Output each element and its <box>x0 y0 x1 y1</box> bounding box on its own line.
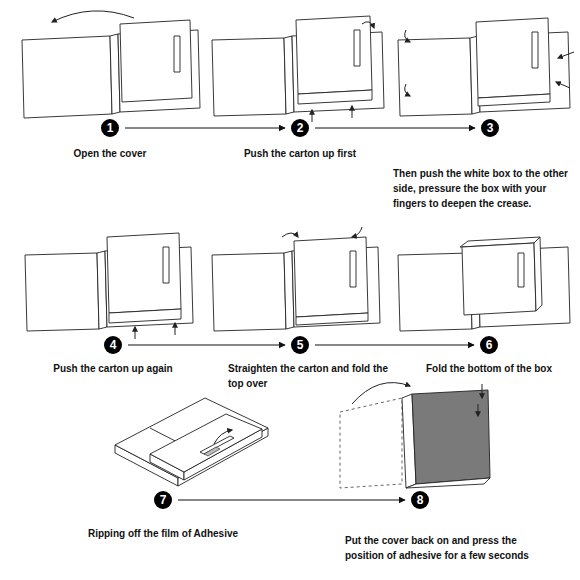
step-number: 6Fold the bottom of the box <box>480 336 498 354</box>
step-arrow <box>128 345 285 346</box>
folder-push-up <box>212 16 384 122</box>
step-number-text: 7 <box>154 491 172 509</box>
folder-peel-adhesive <box>115 398 268 486</box>
folder-push-up-again <box>25 233 193 339</box>
step-number: 2Push the carton up first <box>291 119 309 137</box>
step-caption: Push the carton up again <box>33 361 193 376</box>
folder-close-press <box>340 383 490 488</box>
step-number: 4Push the carton up again <box>104 336 122 354</box>
step-caption: Push the carton up first <box>220 146 380 161</box>
folder-push-side <box>398 18 574 116</box>
step-number-text: 8 <box>411 491 429 509</box>
step-caption: Then push the white box to the other sid… <box>393 166 575 211</box>
step-number-text: 5 <box>291 336 309 354</box>
folder-fold-bottom <box>398 237 570 331</box>
folder-open <box>22 11 200 118</box>
folder-fold-top <box>212 227 380 331</box>
step-number-text: 1 <box>101 119 119 137</box>
step-number-text: 2 <box>291 119 309 137</box>
step-number: 1Open the cover <box>101 119 119 137</box>
step-number: 3Then push the white box to the other si… <box>481 119 499 137</box>
step-caption: Fold the bottom of the box <box>409 361 569 376</box>
step-number: 8Put the cover back on and press the pos… <box>411 491 429 509</box>
step-caption: Put the cover back on and press the posi… <box>345 533 545 563</box>
step-number: 5Straighten the carton and fold the top … <box>291 336 309 354</box>
step-caption: Ripping off the film of Adhesive <box>68 526 258 541</box>
step-caption: Straighten the carton and fold the top o… <box>228 361 396 391</box>
step-number-text: 3 <box>481 119 499 137</box>
step-arrow <box>125 128 285 129</box>
step-arrow <box>178 500 405 501</box>
step-number-text: 4 <box>104 336 122 354</box>
step-number: 7Ripping off the film of Adhesive <box>154 491 172 509</box>
step-number-text: 6 <box>480 336 498 354</box>
step-arrow <box>315 128 475 129</box>
step-arrow <box>315 345 474 346</box>
step-caption: Open the cover <box>40 146 180 161</box>
